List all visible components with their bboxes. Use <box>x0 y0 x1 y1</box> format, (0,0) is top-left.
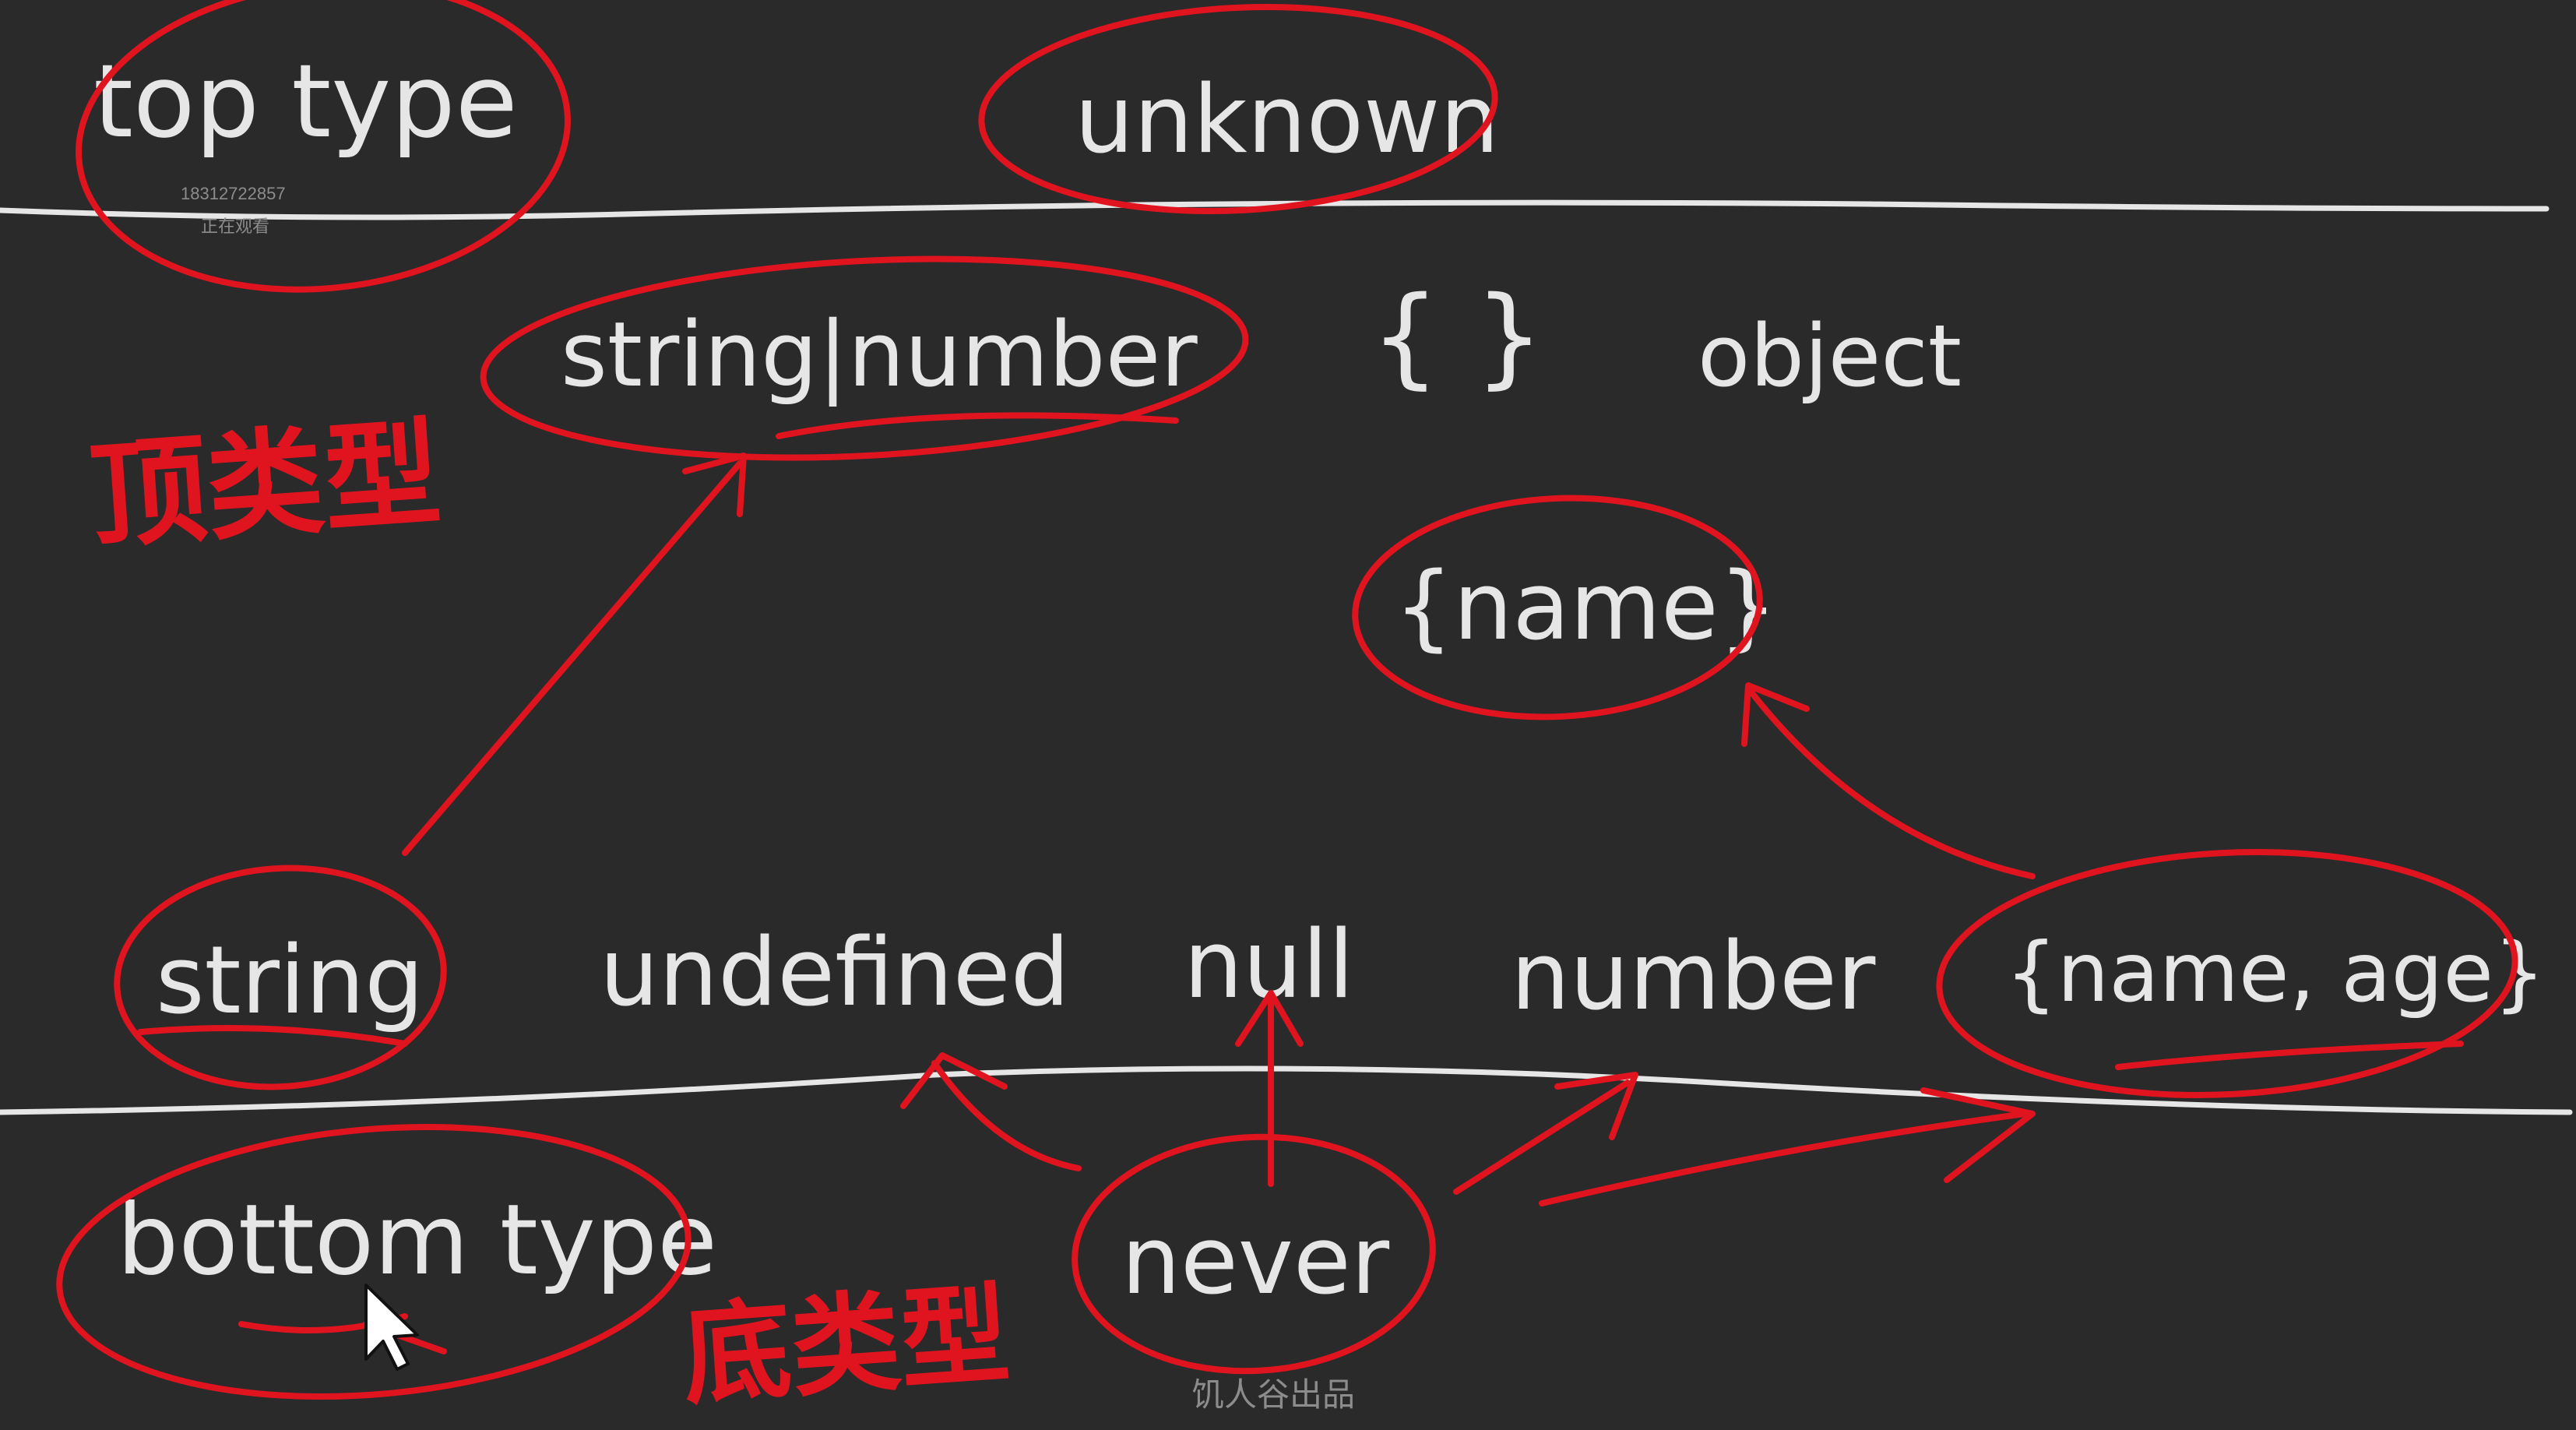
name-object-circle <box>1352 495 1763 720</box>
unknown-label: unknown <box>1075 66 1499 174</box>
watermark-phone: 18312722857 <box>181 184 286 203</box>
never-circle <box>1072 1133 1436 1375</box>
arrow-never-to-name-age <box>1539 1087 2036 1206</box>
string-or-number-underline <box>776 412 1179 439</box>
name-age-object-label: {name, age} <box>2005 925 2546 1020</box>
string-or-number-label: string|number <box>561 303 1198 407</box>
string-circle <box>114 865 447 1090</box>
unknown-circle <box>978 4 1498 214</box>
undefined-label: undefined <box>600 919 1070 1027</box>
mouse-pointer-icon <box>364 1284 419 1371</box>
arrow-string-to-union <box>402 453 747 856</box>
empty-braces-label: { } <box>1371 273 1544 400</box>
bottom-type-chinese-label: 底类型 <box>678 1271 1013 1421</box>
name-age-object-circle <box>1936 849 2518 1098</box>
top-divider-line <box>0 199 2550 220</box>
name-age-underline <box>2115 1041 2464 1070</box>
top-type-chinese-label: 顶类型 <box>86 406 445 565</box>
bottom-type-circle <box>56 1124 692 1400</box>
object-label: object <box>1698 306 1962 406</box>
arrow-never-to-number <box>1453 1072 1638 1195</box>
top-type-circle <box>76 0 571 293</box>
bottom-divider-line <box>0 1065 2573 1115</box>
string-label: string <box>156 927 424 1035</box>
bottom-type-label: bottom type <box>117 1184 717 1297</box>
top-type-label: top type <box>93 42 518 160</box>
arrow-never-to-undefined <box>900 1052 1082 1171</box>
watermark-status: 正在观看 <box>201 217 269 236</box>
watermark-credit: 饥人谷出品 <box>1191 1376 1355 1413</box>
string-underline <box>137 1025 408 1047</box>
never-label: never <box>1121 1207 1390 1316</box>
string-or-number-circle <box>480 255 1249 461</box>
number-label: number <box>1511 923 1876 1031</box>
arrow-never-to-null <box>1235 990 1304 1187</box>
name-object-label: {name} <box>1394 553 1778 661</box>
arrow-name-age-to-name <box>1741 682 2036 879</box>
